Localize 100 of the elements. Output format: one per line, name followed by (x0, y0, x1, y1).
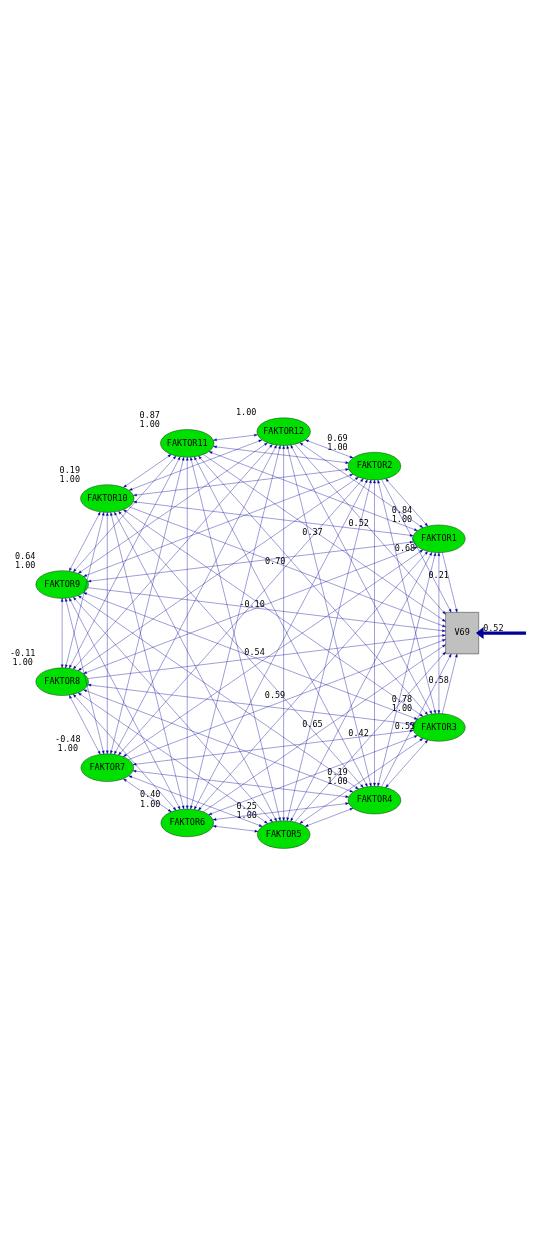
arrow (78, 692, 268, 824)
edge-label: 0.52 (483, 622, 504, 633)
node-label: 0.64 (14, 550, 36, 561)
arrow (208, 734, 418, 815)
node-label: 0.69 (327, 432, 348, 443)
arrow (282, 444, 285, 821)
arrow (114, 444, 277, 754)
arrow (212, 824, 259, 832)
node-label: 1.00 (139, 418, 160, 429)
arrow (208, 450, 418, 531)
arrow (128, 506, 446, 627)
arrow (60, 597, 64, 668)
arrow (385, 739, 428, 788)
arrow (106, 511, 109, 754)
edge-label: 0.42 (348, 727, 369, 738)
arrow (442, 551, 458, 612)
arrow (213, 433, 258, 441)
arrow (73, 455, 177, 572)
arrow (133, 467, 349, 496)
arrow (123, 508, 424, 717)
arrow (78, 476, 359, 671)
arrow (87, 683, 414, 725)
arrow (437, 551, 441, 714)
arrow (381, 478, 452, 612)
arrow (299, 442, 424, 528)
arrow (65, 597, 105, 754)
arrow (110, 456, 185, 754)
node-box: V69 (445, 611, 479, 654)
arrow (373, 479, 376, 786)
arrow (114, 511, 277, 821)
arrow (286, 479, 372, 821)
node-label: 1.00 (236, 406, 257, 417)
arrow (73, 596, 273, 822)
node-label: 0.40 (140, 788, 161, 799)
arrow (69, 511, 101, 571)
arrow (299, 737, 424, 824)
arrow (203, 453, 446, 622)
edge-label: 0.54 (244, 646, 265, 657)
arrow (133, 500, 414, 537)
arrow (132, 729, 414, 765)
edge-label: 0.59 (264, 689, 286, 700)
node-label: 1.00 (59, 473, 81, 484)
arrow (286, 444, 372, 787)
edge-label: 0.58 (428, 674, 449, 685)
arrow (294, 651, 446, 822)
node-label: 0.78 (391, 693, 413, 704)
arrow (83, 689, 354, 792)
arrow (87, 587, 446, 632)
arrow (442, 653, 458, 714)
arrow (128, 439, 263, 490)
arrow (304, 807, 354, 827)
arrow (128, 775, 263, 827)
arrow (128, 638, 446, 760)
arrow (73, 693, 177, 810)
arrow (212, 801, 349, 821)
node-label: 0.19 (327, 766, 348, 777)
arrow (123, 453, 172, 488)
node-label: 1.00 (140, 798, 161, 809)
node-label: 1.00 (57, 742, 79, 753)
arrow (83, 473, 354, 577)
arrow (118, 510, 364, 788)
arrow (290, 551, 433, 821)
arrow (123, 778, 172, 812)
arrow (118, 477, 364, 755)
arrow (305, 439, 354, 458)
node-label: -0.48 (55, 733, 81, 744)
arrow (377, 479, 436, 714)
edge-label: 0.21 (428, 569, 449, 580)
node-label: 1.00 (327, 775, 348, 786)
edge-label: 0.70 (264, 555, 286, 566)
arrow (185, 456, 189, 809)
arrow (213, 445, 349, 464)
arrow (475, 626, 526, 639)
arrow (198, 455, 428, 715)
node-label: 1.00 (236, 809, 257, 820)
arrow (377, 551, 436, 786)
arrow (381, 653, 452, 787)
arrow (78, 594, 359, 789)
node-label: 1.00 (12, 656, 33, 667)
node-label: 0.87 (139, 409, 160, 420)
arrow (294, 443, 446, 615)
arrow (132, 769, 349, 798)
arrow (123, 549, 424, 757)
arrow (110, 511, 185, 809)
node-label: 1.00 (391, 513, 413, 524)
arrow (198, 550, 428, 810)
edge-label: 0.37 (302, 526, 323, 537)
node-label: 0.25 (236, 800, 257, 811)
node-label: 1.00 (14, 559, 36, 570)
edge-label: 0.52 (348, 517, 369, 528)
arrow (78, 442, 268, 574)
arrow (69, 456, 181, 668)
node-label: 1.00 (391, 702, 413, 713)
edge-label: -0.10 (239, 598, 265, 609)
arrow (65, 511, 105, 668)
node-label: 1.00 (327, 441, 348, 452)
arrow (69, 694, 101, 754)
arrow (83, 546, 418, 674)
node-label: 0.84 (391, 504, 413, 515)
arrow (73, 443, 273, 669)
